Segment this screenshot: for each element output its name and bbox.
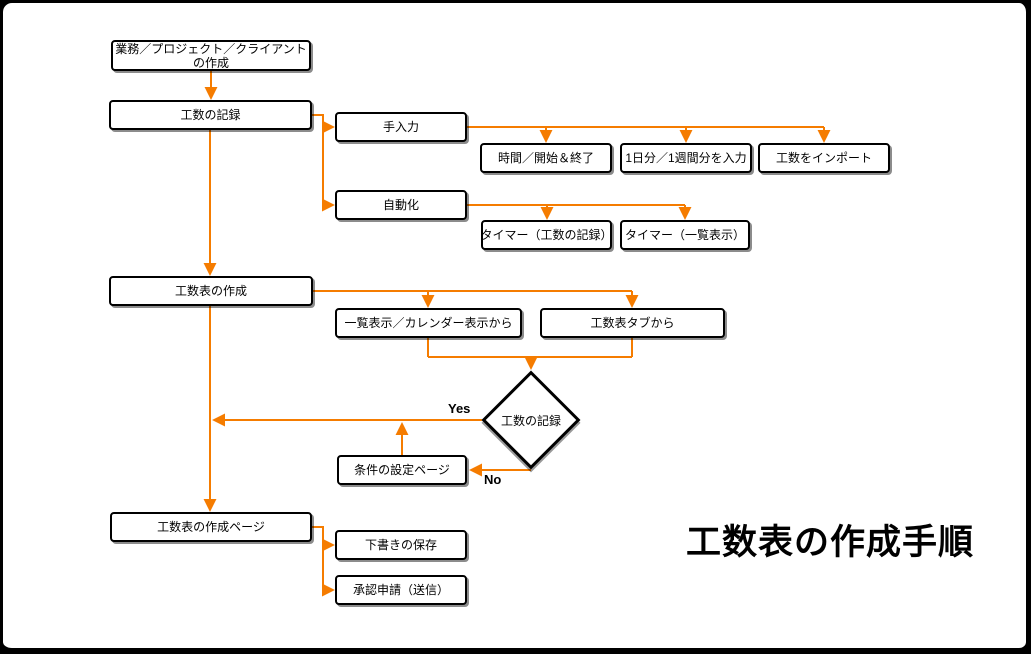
node-time-start-end: 時間／開始＆終了 [480, 143, 612, 173]
node-record-hours: 工数の記録 [109, 100, 312, 130]
node-timer-list: タイマー（一覧表示） [620, 220, 750, 250]
node-timer-record: タイマー（工数の記録） [481, 220, 613, 250]
edge-label-no: No [484, 472, 502, 487]
node-manual-entry: 手入力 [335, 112, 467, 142]
diagram-title: 工数表の作成手順 [686, 523, 975, 562]
edge-label-yes: Yes [448, 401, 471, 416]
node-timesheet-create-page: 工数表の作成ページ [110, 512, 312, 542]
node-submit-approval: 承認申請（送信） [335, 575, 467, 605]
node-automation: 自動化 [335, 190, 467, 220]
node-from-timesheet-tab: 工数表タブから [540, 308, 725, 338]
node-create-entities: 業務／プロジェクト／クライアント の作成 [111, 40, 311, 71]
node-from-list-calendar: 一覧表示／カレンダー表示から [335, 308, 522, 338]
decision-record-hours-label: 工数の記録 [500, 414, 561, 428]
node-create-timesheet: 工数表の作成 [109, 276, 313, 306]
node-daily-weekly-input: 1日分／1週間分を入力 [620, 143, 752, 173]
node-import-hours: 工数をインポート [758, 143, 890, 173]
node-save-draft: 下書きの保存 [335, 530, 467, 560]
node-settings-page: 条件の設定ページ [337, 455, 467, 485]
